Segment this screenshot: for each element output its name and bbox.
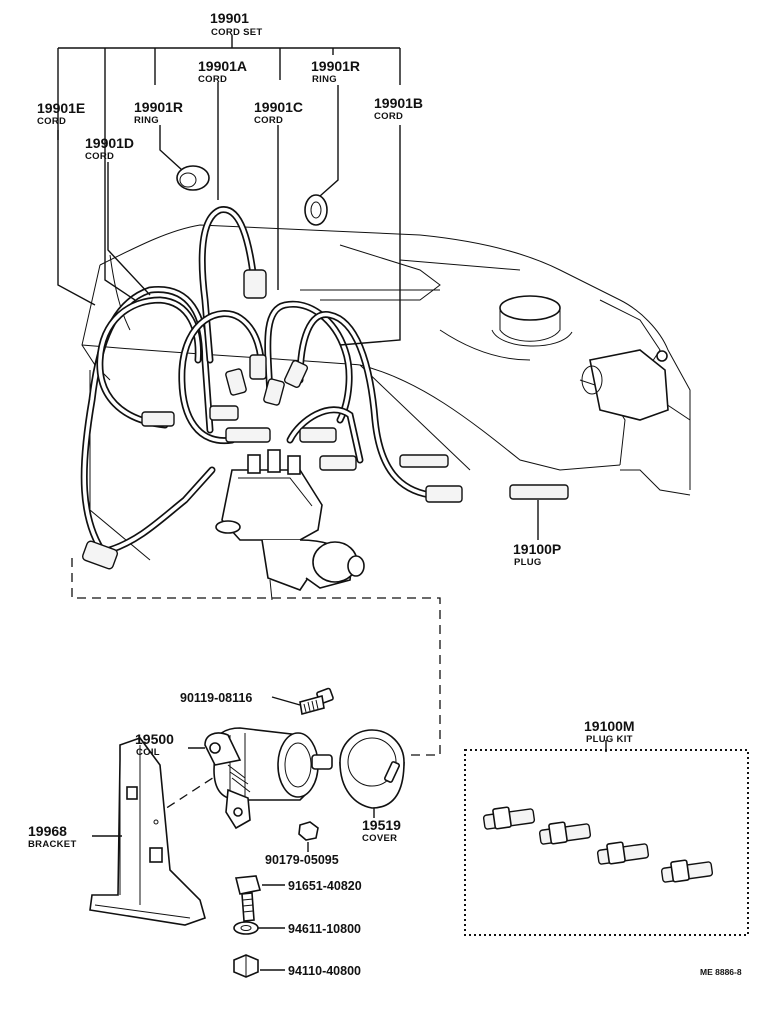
bolt-icon xyxy=(234,875,262,922)
cord-b-name: CORD xyxy=(374,111,403,122)
coil-link-dashed xyxy=(71,558,441,756)
cover-icon xyxy=(339,729,405,809)
ring-right-name: RING xyxy=(312,74,337,85)
bracket-name: BRACKET xyxy=(28,839,77,850)
washer-number: 94611-10800 xyxy=(288,922,361,936)
cord-boots xyxy=(81,269,569,570)
coil-icon xyxy=(204,727,333,830)
cord-c-number: 19901C xyxy=(254,99,303,115)
ring-left-icon xyxy=(176,165,210,191)
cord-c-name: CORD xyxy=(254,115,283,126)
plug-kit-name: PLUG KIT xyxy=(586,734,633,745)
bracket-number: 19968 xyxy=(28,823,67,839)
nut-small-number: 90179-05095 xyxy=(265,853,339,867)
ring-right-number: 19901R xyxy=(311,58,360,74)
bolt-top-number: 90119-08116 xyxy=(180,691,252,705)
plug-name: PLUG xyxy=(514,557,542,568)
spark-plug-icon xyxy=(596,841,650,865)
washer-icon xyxy=(233,921,259,935)
cord-a-name: CORD xyxy=(198,74,227,85)
cord-a-number: 19901A xyxy=(198,58,247,74)
nut-number: 94110-40800 xyxy=(288,964,361,978)
oil-cap-icon xyxy=(499,295,561,321)
spark-plug-icon xyxy=(660,859,714,883)
coil-name: COIL xyxy=(136,747,160,758)
bolt-top-icon xyxy=(299,687,334,716)
leader-lines-upper xyxy=(57,35,539,540)
cord-e-number: 19901E xyxy=(37,100,85,116)
nut-icon xyxy=(233,954,259,978)
cord-e-name: CORD xyxy=(37,116,66,127)
cord-d-number: 19901D xyxy=(85,135,134,151)
drawing-reference: ME 8886-8 xyxy=(700,967,742,977)
cord-set-number: 19901 xyxy=(210,10,249,26)
ring-left-name: RING xyxy=(134,115,159,126)
bracket-icon xyxy=(89,737,206,926)
nut-small-icon xyxy=(298,821,319,841)
ring-right-icon xyxy=(304,194,328,226)
plug-kit-box xyxy=(464,740,749,936)
ignition-cords xyxy=(80,206,434,559)
spark-plug-icon xyxy=(482,806,536,830)
cord-d-name: CORD xyxy=(85,151,114,162)
plug-number: 19100P xyxy=(513,541,561,557)
bolt-number: 91651-40820 xyxy=(288,879,362,893)
cord-set-name: CORD SET xyxy=(211,27,263,38)
coil-number: 19500 xyxy=(135,731,174,747)
labels: 19901 CORD SET 19901A CORD 19901R RING 1… xyxy=(28,10,742,978)
cord-b-number: 19901B xyxy=(374,95,423,111)
spark-plug-icon xyxy=(538,821,592,845)
cover-name: COVER xyxy=(362,833,397,844)
thermostat-housing-icon xyxy=(589,349,669,421)
cover-number: 19519 xyxy=(362,817,401,833)
plug-kit-number: 19100M xyxy=(584,718,635,734)
ring-left-number: 19901R xyxy=(134,99,183,115)
distributor-icon xyxy=(215,449,365,601)
